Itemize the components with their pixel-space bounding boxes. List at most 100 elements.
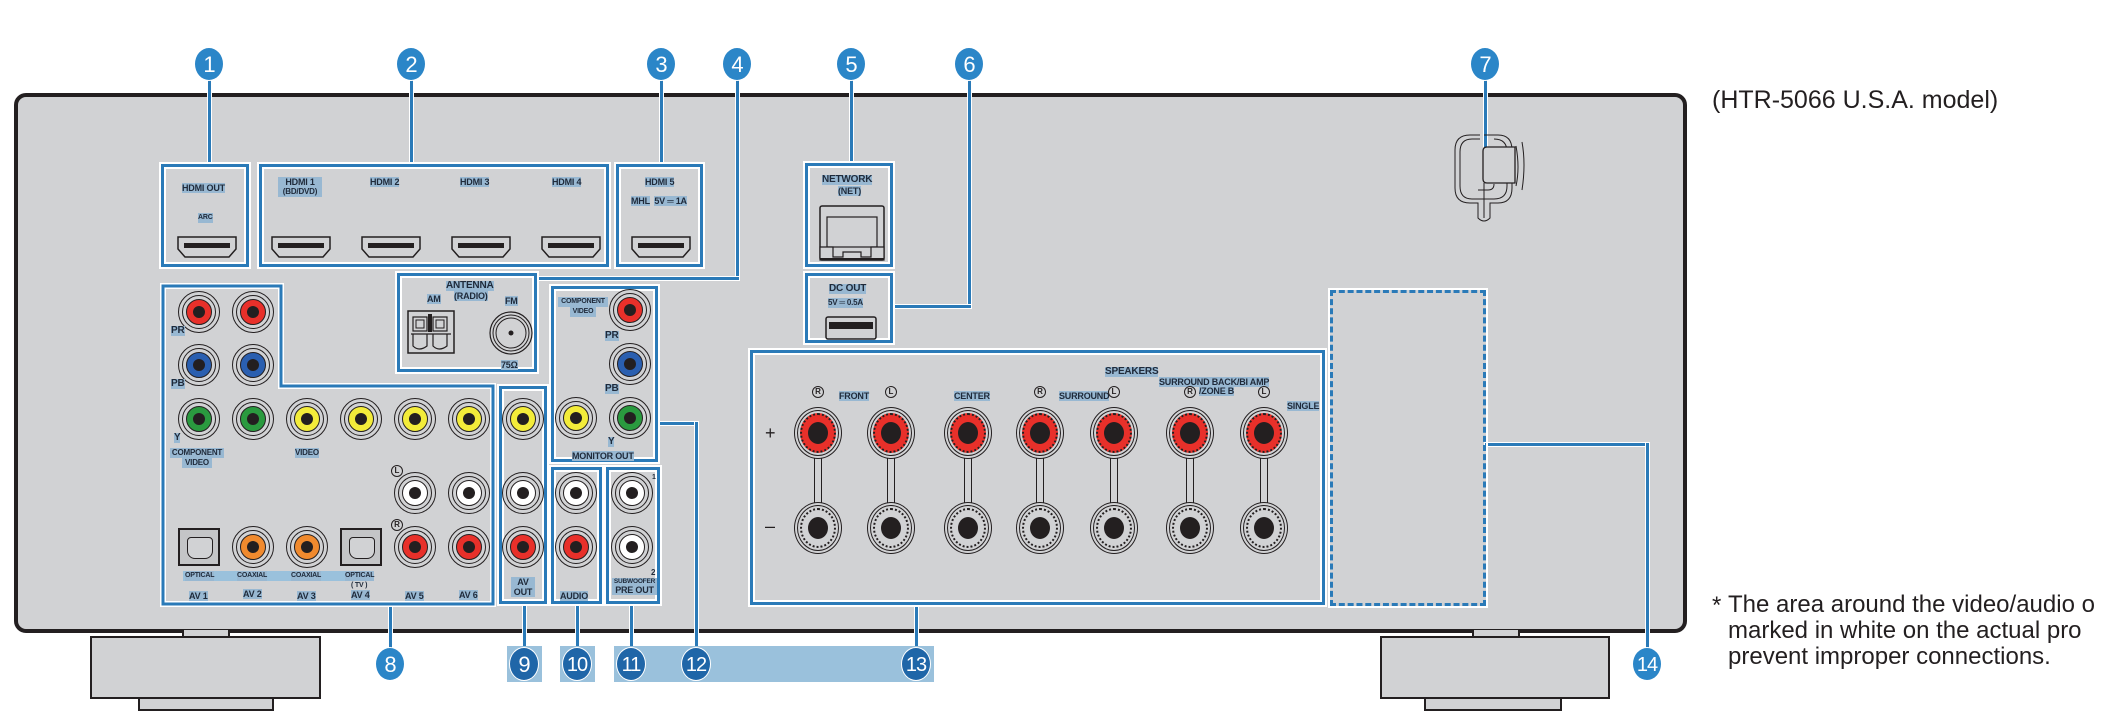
hdmi-out-port[interactable]: [177, 236, 237, 258]
surround-l-minus-terminal[interactable]: [1090, 502, 1138, 554]
av5-label: AV 5: [405, 591, 424, 601]
front-l-marker: L: [885, 386, 897, 398]
callout-8-badge: 8: [375, 647, 405, 681]
component-y-jack-2[interactable]: [232, 398, 274, 440]
component-y-jack-1[interactable]: [178, 398, 220, 440]
callout-12-line: [695, 422, 698, 648]
hdmi-4-port[interactable]: [541, 236, 601, 258]
av2-label: AV 2: [243, 589, 262, 599]
callout-13-badge: 13: [901, 647, 931, 681]
coaxial-input-av2[interactable]: [232, 526, 274, 568]
audio-l-jack-av5[interactable]: [394, 472, 436, 514]
surround-back-r-plus-terminal[interactable]: [1166, 407, 1214, 459]
audio-r-jack-av5[interactable]: [394, 526, 436, 568]
optical-label-av1: OPTICAL: [185, 571, 215, 581]
footnote: The area around the video/audio o marked…: [1728, 592, 2095, 670]
power-cable-icon: [1454, 134, 1525, 222]
hdmi-1-label: HDMI 1: [278, 177, 322, 187]
center-plus-terminal[interactable]: [944, 407, 992, 459]
y-label: Y: [174, 432, 181, 443]
surround-r-plus-terminal[interactable]: [1016, 407, 1064, 459]
subwoofer-2-jack[interactable]: [611, 526, 653, 568]
fm-antenna-jack[interactable]: [488, 310, 534, 356]
hdmi-1-port[interactable]: [271, 236, 331, 258]
video-label: VIDEO: [295, 448, 319, 458]
zone-b-label: /ZONE B: [1199, 386, 1235, 396]
subwoofer-1-jack[interactable]: [611, 472, 653, 514]
callout-11-13-highlight: [614, 646, 934, 682]
monitor-out-group: COMPONENT VIDEO PR PB Y MONITOR OUT: [551, 286, 658, 462]
mhl-label: MHL: [631, 196, 650, 206]
pr-label: PR: [171, 325, 185, 336]
surround-back-l-plus-terminal[interactable]: [1240, 407, 1288, 459]
av-out-audio-l-jack[interactable]: [502, 472, 544, 514]
audio-in-r-jack[interactable]: [555, 526, 597, 568]
video-jack-av6[interactable]: [448, 398, 490, 440]
coaxial-input-av3[interactable]: [286, 526, 328, 568]
mhl-power-label: 5V ═ 1A: [654, 196, 687, 206]
av-out-audio-r-jack[interactable]: [502, 526, 544, 568]
component-pr-jack-2[interactable]: [232, 291, 274, 333]
surround-l-marker: L: [1108, 386, 1120, 398]
network-label: NETWORK: [822, 174, 873, 185]
ethernet-port[interactable]: [819, 205, 885, 261]
component-pb-jack-1[interactable]: [178, 344, 220, 386]
single-label: SINGLE: [1287, 401, 1320, 411]
surround-back-r-minus-terminal[interactable]: [1166, 502, 1214, 554]
coaxial-label-av3: COAXIAL: [291, 571, 322, 581]
component-pb-jack-2[interactable]: [232, 344, 274, 386]
antenna-group: ANTENNA (RADIO) AM FM 75Ω: [397, 273, 537, 372]
video-jack-av4[interactable]: [340, 398, 382, 440]
av1-label: AV 1: [189, 591, 208, 601]
right-foot: [1380, 636, 1610, 699]
av3-label: AV 3: [297, 591, 316, 601]
front-r-minus-terminal[interactable]: [794, 502, 842, 554]
monitor-pr-jack[interactable]: [609, 289, 651, 331]
surround-back-l-minus-terminal[interactable]: [1240, 502, 1288, 554]
hdmi-2-port[interactable]: [361, 236, 421, 258]
callout-4-line-h: [537, 277, 739, 280]
hdmi-3-port[interactable]: [451, 236, 511, 258]
callout-7-badge: 7: [1470, 47, 1500, 81]
video-jack-av3[interactable]: [286, 398, 328, 440]
front-l-plus-terminal[interactable]: [867, 407, 915, 459]
callout-14-line: [1646, 443, 1649, 648]
monitor-y-jack[interactable]: [609, 397, 651, 439]
callout-10-badge: 10: [562, 647, 592, 681]
optical-input-av1[interactable]: [178, 528, 220, 566]
video-jack-av5[interactable]: [394, 398, 436, 440]
center-minus-terminal[interactable]: [944, 502, 992, 554]
surround-r-minus-terminal[interactable]: [1016, 502, 1064, 554]
av6-label: AV 6: [459, 590, 478, 600]
av-out-label-wrap: AV OUT: [511, 577, 535, 597]
callout-5-badge: 5: [836, 47, 866, 81]
surround-l-plus-terminal[interactable]: [1090, 407, 1138, 459]
hdmi-out-label: HDMI OUT: [182, 183, 225, 193]
hdmi-1-label-wrap: HDMI 1 (BD/DVD): [278, 177, 322, 197]
pre-out-label: PRE OUT: [612, 585, 657, 595]
usb-port[interactable]: [825, 316, 877, 340]
mhl-label-wrap: MHL 5V ═ 1A: [631, 191, 687, 209]
component-pr-jack-1[interactable]: [178, 291, 220, 333]
monitor-video-jack[interactable]: [555, 397, 597, 439]
audio-in-l-jack[interactable]: [555, 472, 597, 514]
component-video-label: VIDEO: [182, 458, 212, 468]
audio-r-jack-av6[interactable]: [448, 526, 490, 568]
front-r-plus-terminal[interactable]: [794, 407, 842, 459]
callout-9-line: [523, 604, 526, 648]
front-l-post: [887, 456, 895, 508]
hdmi-2-label: HDMI 2: [370, 177, 400, 187]
callout-12-line-h: [657, 422, 698, 425]
audio-l-jack-av6[interactable]: [448, 472, 490, 514]
surround-l-post: [1110, 456, 1118, 508]
monitor-out-label: MONITOR OUT: [572, 451, 634, 461]
subwoofer-label-wrap: SUBWOOFER PRE OUT: [612, 578, 657, 595]
am-antenna-terminal[interactable]: [407, 310, 457, 356]
hdmi-5-port[interactable]: [631, 236, 691, 258]
optical-input-av4[interactable]: [340, 528, 382, 566]
av-out-video-jack[interactable]: [502, 398, 544, 440]
front-l-minus-terminal[interactable]: [867, 502, 915, 554]
monitor-pb-jack[interactable]: [609, 343, 651, 385]
pb-label: PB: [171, 378, 185, 389]
